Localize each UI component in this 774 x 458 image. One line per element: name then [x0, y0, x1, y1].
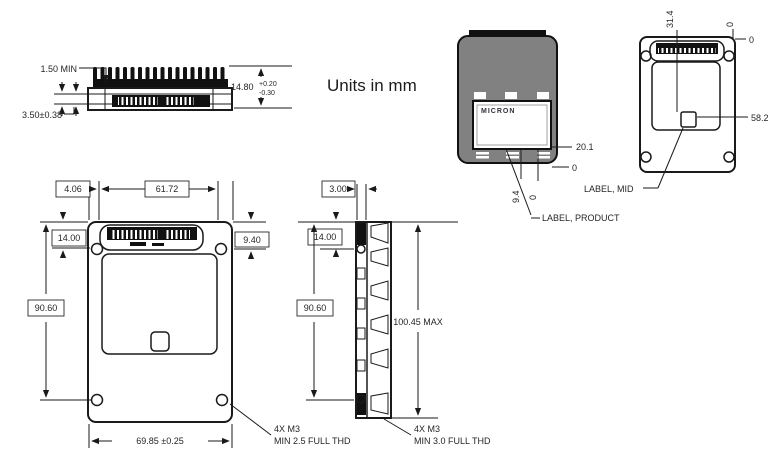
- dim-hole-span: 90.60: [304, 303, 327, 313]
- front-view-dimensions: 4.06 61.72 14.00 9.40 90.60 69.85 ±0.25 …: [27, 180, 351, 448]
- screw-hole: [723, 50, 735, 62]
- dim-height-tol-minus: -0.30: [259, 90, 275, 97]
- brand-text: MICRON: [481, 108, 515, 115]
- product-view-dimensions: 20.1 0 9.4 0 LABEL, PRODUCT: [505, 142, 620, 223]
- units-note: Units in mm: [327, 76, 417, 95]
- side-thread-note-2: MIN 3.0 FULL THD: [414, 436, 491, 446]
- side-view: [298, 221, 458, 419]
- product-label: [472, 100, 552, 150]
- dim-height: 14.80: [231, 82, 254, 92]
- dim-offset: 4.06: [64, 184, 82, 194]
- mid-label-callout: LABEL, MID: [584, 184, 634, 194]
- dim-connector-depth: 9.40: [243, 235, 261, 245]
- dim-down: 58.2: [751, 113, 769, 123]
- side-screw-hole: [356, 244, 366, 254]
- dim-bottom-thickness: 3.50±0.38: [22, 110, 62, 120]
- side-thread-note-1: 4X M3: [414, 424, 440, 434]
- mid-label-feature: [680, 111, 697, 128]
- front-view: [87, 221, 233, 423]
- dim-width: 69.85 ±0.25: [136, 436, 183, 446]
- screw-hole: [215, 393, 229, 407]
- dim-side: 9.4: [511, 190, 521, 203]
- front-body: [87, 221, 233, 423]
- connector-pin-base: [93, 79, 228, 88]
- dim-side-zero: 0: [528, 195, 538, 200]
- mid-body: [639, 36, 736, 173]
- dim-zero: 0: [572, 163, 577, 173]
- mid-connector-slot: [649, 40, 725, 62]
- dim-hole-top: 14.00: [58, 233, 81, 243]
- front-small-feature: [150, 331, 170, 352]
- front-cover-recess: [101, 253, 218, 355]
- mid-recess: [651, 61, 721, 131]
- front-connector-slot: [99, 224, 204, 251]
- dim-min-clearance: 1.50 MIN: [40, 64, 77, 74]
- screw-hole: [640, 151, 652, 163]
- dim-rail: 3.00: [329, 184, 347, 194]
- screw-hole: [90, 242, 104, 256]
- edge-view: [87, 67, 233, 111]
- dim-hole-top: 14.00: [314, 232, 337, 242]
- connector-edge: [469, 30, 546, 39]
- side-body: [355, 221, 392, 419]
- screw-hole: [640, 50, 652, 62]
- screw-hole: [90, 393, 104, 407]
- edge-view-dimensions: 1.50 MIN 3.50±0.38 14.80 +0.20 -0.30: [22, 64, 292, 120]
- mid-view-dimensions: 31.4 0 0 58.2 LABEL, MID: [584, 10, 769, 194]
- front-thread-note-1: 4X M3: [274, 424, 300, 434]
- edge-body: [87, 87, 233, 111]
- product-label-callout: LABEL, PRODUCT: [542, 213, 620, 223]
- mid-label-view: [639, 36, 736, 173]
- dim-hole-span: 90.60: [35, 303, 58, 313]
- dim-length: 100.45 MAX: [393, 317, 443, 327]
- dim-height-tol-plus: +0.20: [259, 81, 277, 88]
- front-thread-note-2: MIN 2.5 FULL THD: [274, 436, 351, 446]
- dim-connector-width: 61.72: [156, 184, 179, 194]
- connector-pins: [93, 67, 228, 81]
- screw-hole: [214, 242, 228, 256]
- dim-zero-vertical: 0: [725, 22, 735, 27]
- product-label-view: MICRON: [457, 30, 558, 164]
- side-view-dimensions: 3.00 14.00 90.60 100.45 MAX 4X M3 MIN 3.…: [296, 180, 491, 446]
- dim-label-edge: 20.1: [576, 142, 594, 152]
- screw-hole: [723, 151, 735, 163]
- dim-across: 31.4: [665, 10, 675, 28]
- dim-zero-horizontal: 0: [749, 35, 754, 45]
- side-screw-hole: [356, 394, 366, 404]
